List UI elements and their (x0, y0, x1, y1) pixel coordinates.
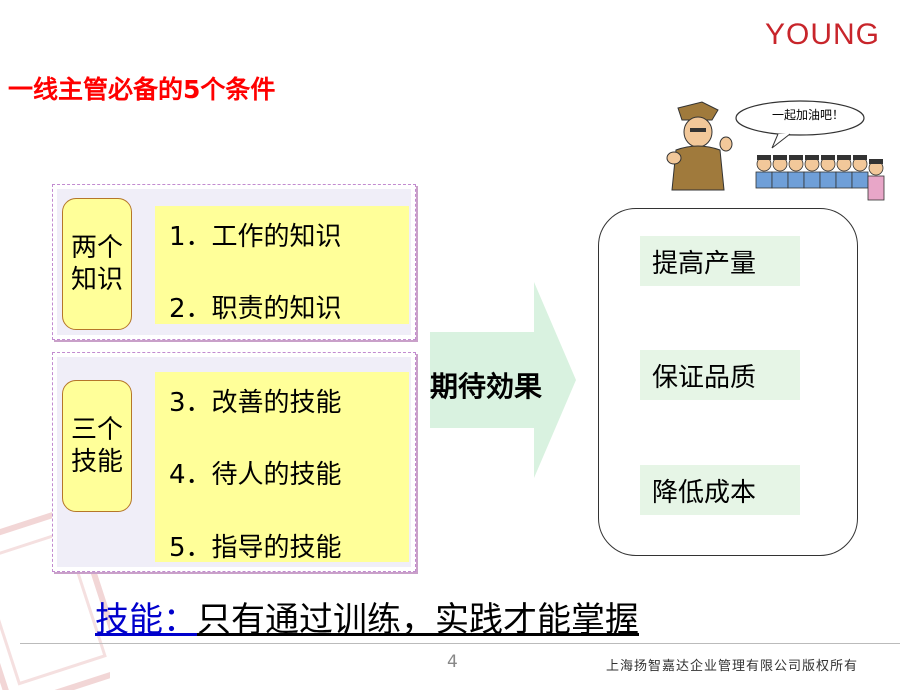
skill-item: 4．待人的技能 (169, 460, 342, 490)
summary-statement: 技能：只有通过训练，实践才能掌握 (95, 592, 639, 641)
team-cheer-illustration (666, 100, 885, 201)
knowledge-label-text: 两个 知识 (70, 232, 123, 296)
copyright-text: 上海扬智嘉达企业管理有限公司版权所有 (606, 659, 859, 674)
summary-keyword: 技能： (95, 600, 197, 640)
knowledge-item: 2．职责的知识 (169, 294, 342, 324)
knowledge-item: 1．工作的知识 (169, 222, 342, 252)
brand-logo: YOUNG (765, 18, 881, 51)
skills-label-text: 三个 技能 (70, 414, 123, 478)
page-number: 4 (447, 652, 458, 672)
summary-text: 只有通过训练，实践才能掌握 (197, 600, 639, 640)
knowledge-items: 1．工作的知识 2．职责的知识 (155, 206, 409, 324)
result-item: 降低成本 (640, 465, 800, 515)
speech-bubble-text: 一起加油吧！ (772, 108, 845, 122)
arrow-right-icon (430, 282, 576, 478)
speech-bubble (735, 100, 865, 149)
result-item: 提高产量 (640, 236, 800, 286)
workers-crowd (755, 155, 885, 201)
slide-title: 一线主管必备的5个条件 (8, 75, 276, 104)
result-item: 保证品质 (640, 350, 800, 400)
skills-label: 三个 技能 (62, 380, 132, 512)
expected-effect-label: 期待効果 (430, 370, 543, 403)
seal-watermark (0, 510, 110, 690)
footer-divider (20, 643, 900, 644)
supervisor-figure (666, 101, 733, 191)
skill-item: 5．指导的技能 (169, 533, 342, 563)
skill-item: 3．改善的技能 (169, 388, 342, 418)
knowledge-label: 两个 知识 (62, 198, 132, 330)
skills-items: 3．改善的技能 4．待人的技能 5．指导的技能 (155, 372, 409, 563)
